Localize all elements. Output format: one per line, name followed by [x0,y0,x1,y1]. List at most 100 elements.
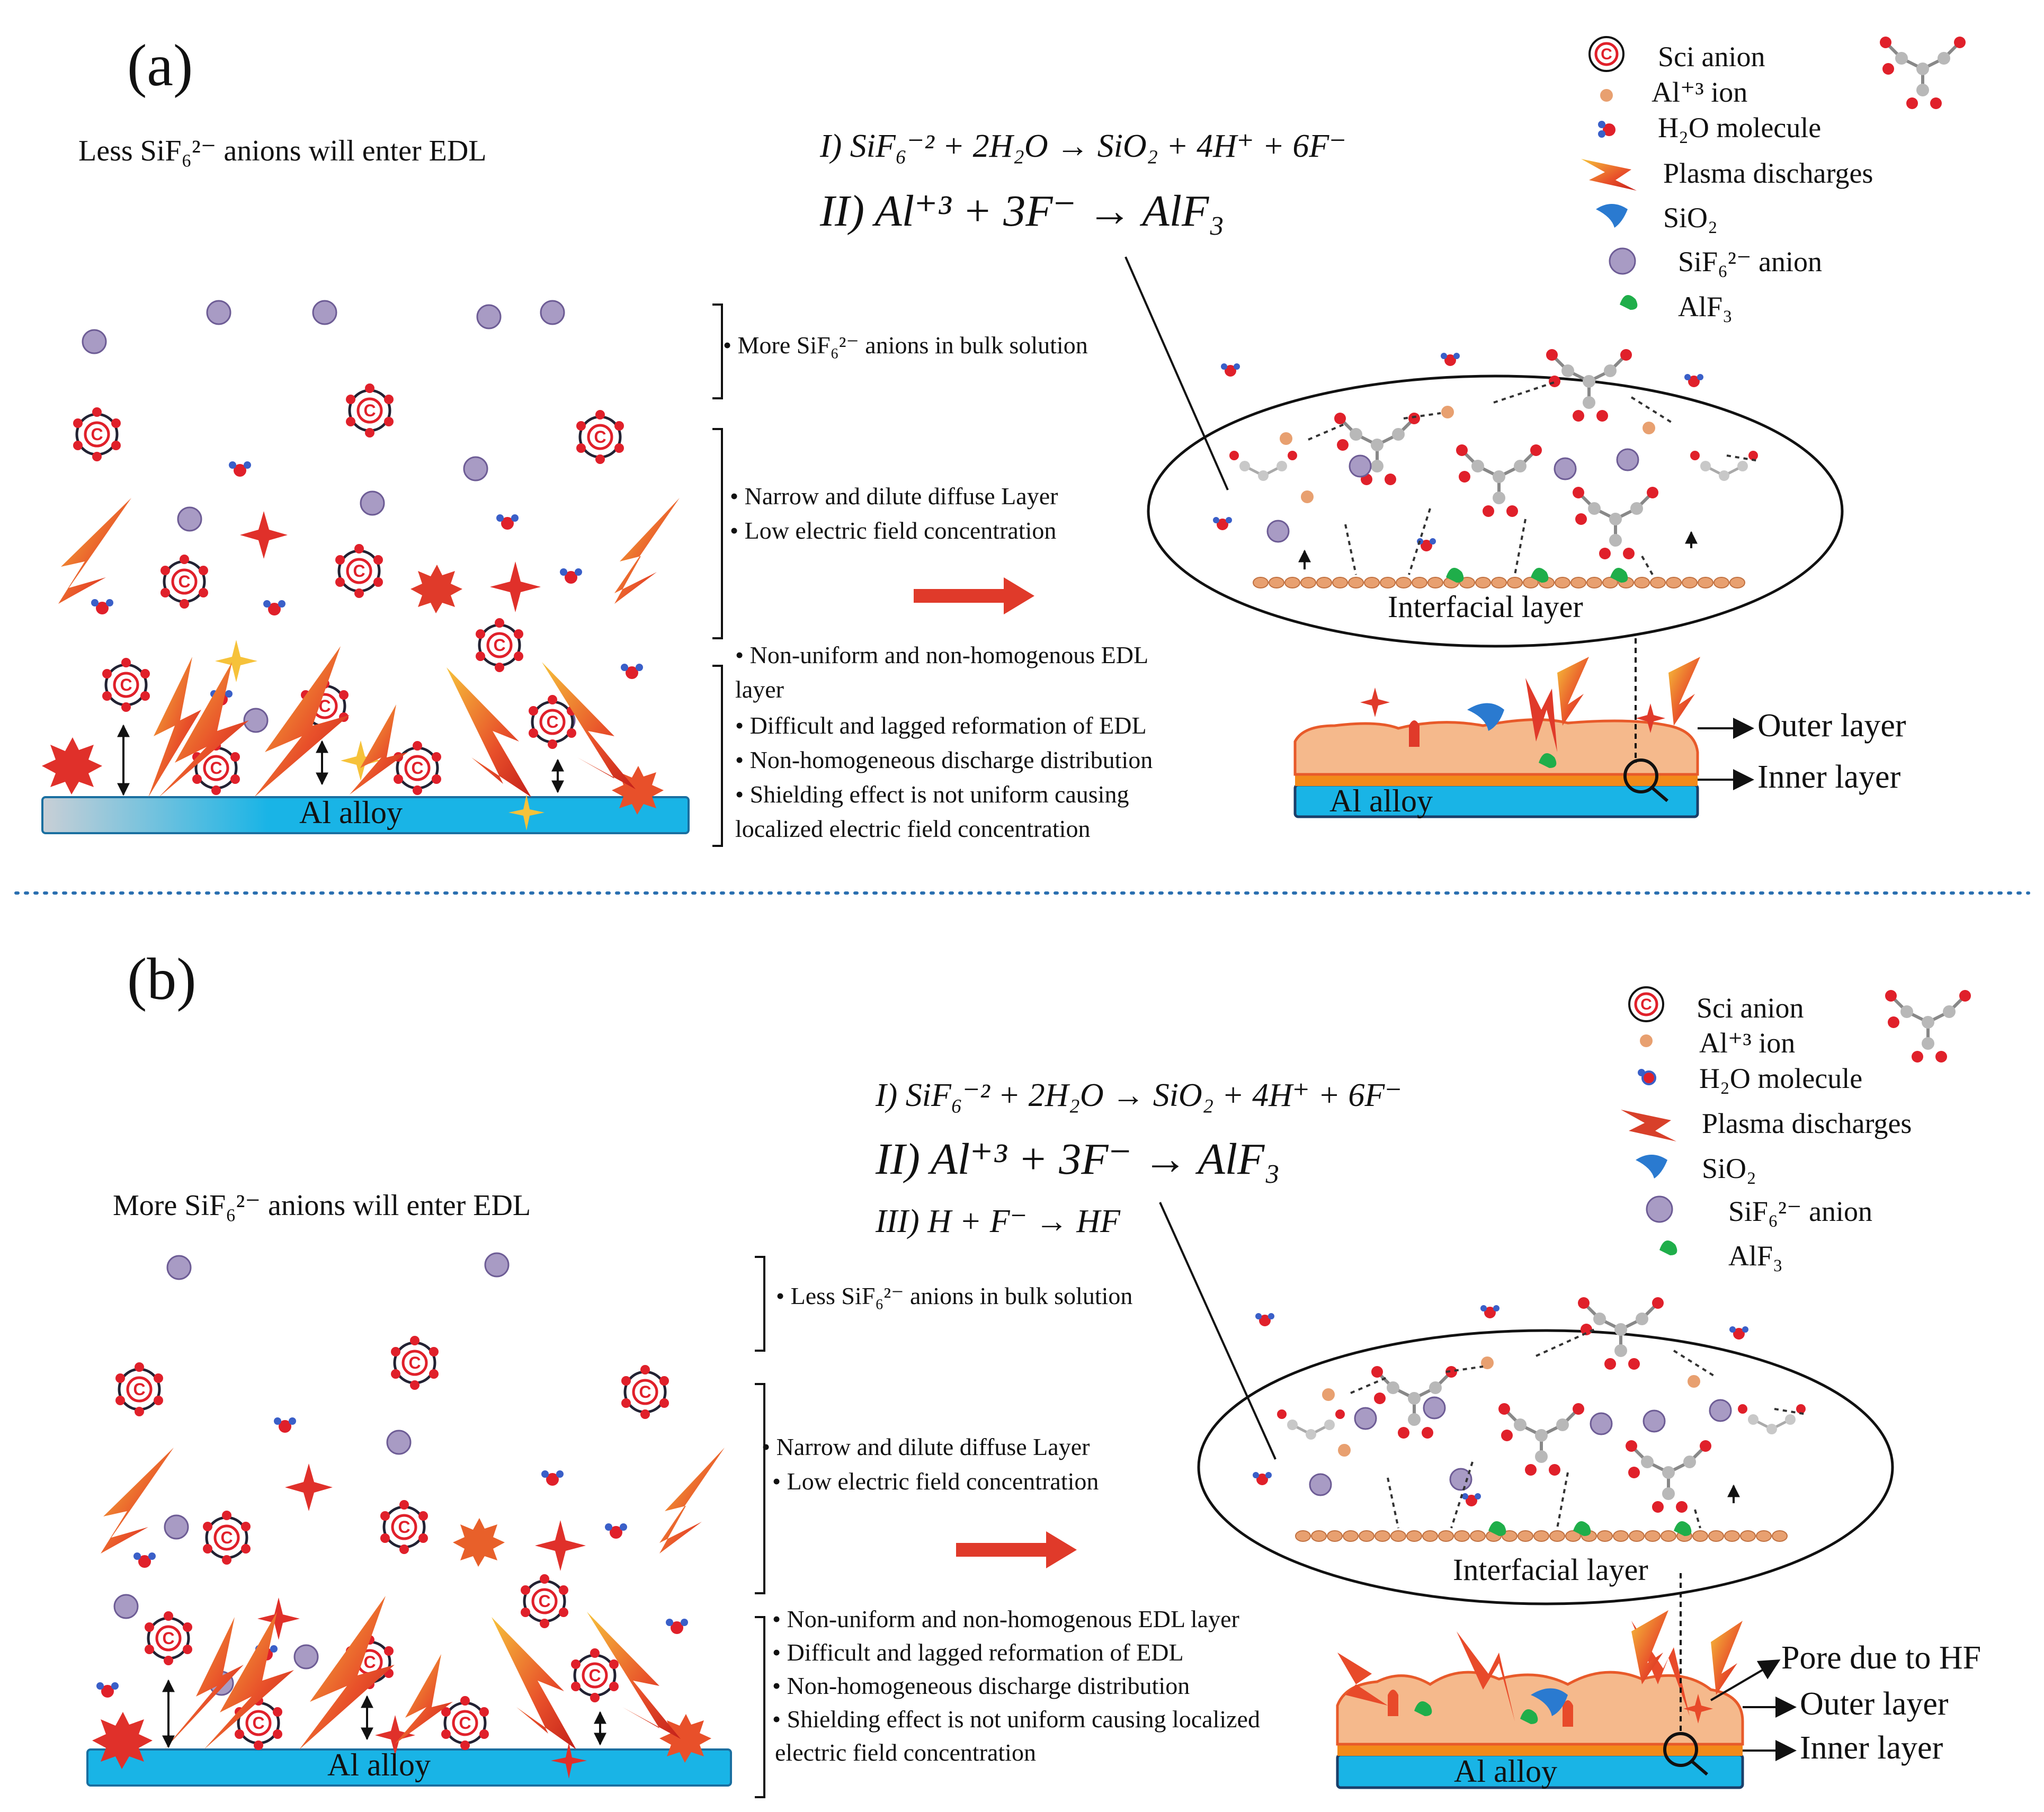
bulk-text-b: • Less SiF₆²⁻ anions in bulk solution [776,1282,1133,1309]
svg-text:C: C [353,561,365,581]
coating-alf3-b2 [1520,1709,1538,1724]
interfacial-label-b: Interfacial layer [1453,1552,1648,1587]
edl-text-a-5: • Shielding effect is not uniform causin… [735,781,1129,808]
up-arrows [1298,531,1698,569]
edl-thickness-arrows-b [162,1679,606,1748]
diffuse-text-b-1: • Narrow and dilute diffuse Layer [762,1433,1090,1460]
process-arrow [914,577,1034,614]
svg-text:C: C [411,758,423,778]
edl-text-a-4: • Non-homogeneous discharge distribution [735,746,1153,773]
equation-b-1: I) SiF₆⁻² + 2H₂O → SiO₂ + 4H⁺ + 6F⁻ [876,1077,1403,1113]
svg-text:C: C [1640,996,1652,1013]
svg-text:C: C [538,1592,550,1611]
svg-text:C: C [318,697,331,716]
headline-b: More SiF₆²⁻ anions will enter EDL [113,1189,531,1222]
inner-layer [1295,774,1698,786]
svg-text:C: C [639,1382,651,1402]
svg-text:C: C [1601,46,1612,63]
diffuse-text-a-2: • Low electric field concentration [730,517,1057,544]
ellipse-al-ion-group-b [1322,1356,1700,1457]
edl-text-b-4: • Shielding effect is not uniform causin… [772,1706,1260,1733]
outer-layer-label-b: Outer layer [1800,1686,1949,1722]
pore-pointer [1710,1659,1781,1701]
coating-substrate-label-a: Al alloy [1329,783,1433,818]
diffuse-text-b-2: • Low electric field concentration [772,1468,1099,1495]
svg-text:C: C [363,1653,376,1672]
spark-group-b [92,1463,711,1779]
ellipse-sif6-group [1266,448,1639,543]
edl-text-b-3: • Non-homogeneous discharge distribution [772,1672,1190,1699]
inner-layer-b [1337,1744,1743,1756]
svg-text:C: C [133,1380,145,1399]
pore-label-b: Pore due to HF [1781,1640,1981,1676]
panel-label-b: (b) [127,947,197,1012]
magnifier-icon-b [1663,1732,1708,1776]
bracket-group-b [755,1256,765,1798]
coating-discharges [1360,657,1700,752]
plasma-discharge-group [58,498,680,797]
equation-pointer-b [1159,1202,1277,1460]
svg-text:C: C [588,1666,601,1685]
interaction-lines [1308,380,1759,575]
plasma-discharge-group-b [101,1448,725,1749]
legend-b-sci-anion: Sci anion [1697,992,1804,1024]
legend-a-al-ion: Al⁺³ ion [1652,76,1748,108]
edl-text-b-5: electric field concentration [775,1739,1036,1766]
spark-group [42,511,664,831]
substrate-label-a: Al alloy [299,795,403,830]
panel-b: C C C C C C C C C C C [86,986,1971,1798]
inner-layer-label-b: Inner layer [1800,1730,1943,1766]
equation-a-2: II) Al⁺³ + 3F⁻ → AlF₃ [820,186,1225,236]
outer-layer-b [1336,1671,1744,1746]
process-arrow-b [956,1531,1077,1568]
legend-a-plasma: Plasma discharges [1663,157,1873,189]
legend-b-plasma: Plasma discharges [1702,1108,1912,1139]
interfacial-al-row-b [1295,1530,1788,1542]
bracket-group [712,304,723,847]
ellipse-h2o-group-b [1253,1305,1748,1506]
diffuse-text-a-1: • Narrow and dilute diffuse Layer [730,483,1058,510]
bulk-text-a: • More SiF₆²⁻ anions in bulk solution [723,332,1088,359]
magnifier-icon [1623,758,1668,802]
svg-text:C: C [178,572,190,591]
legend-a-sif6: SiF₆²⁻ anion [1678,246,1823,278]
svg-text:C: C [220,1528,233,1547]
coating-alf3-b [1414,1701,1432,1716]
legend-a-h2o: H₂O molecule [1658,112,1822,144]
legend-b-alf3: AlF₃ [1728,1240,1783,1272]
svg-text:C: C [493,636,505,655]
interfacial-label-a: Interfacial layer [1388,590,1583,624]
sci-anion-group-b: C C C C C C C C C C C [115,1336,669,1750]
svg-text:C: C [546,712,558,731]
coating-sio2-b [1531,1688,1568,1716]
legend-a-sio2: SiO₂ [1663,202,1718,234]
svg-text:C: C [162,1629,174,1648]
inner-layer-label-a: Inner layer [1757,759,1901,795]
panel-label-a: (a) [127,33,193,99]
edl-text-a-6: localized electric field concentration [735,815,1091,842]
svg-text:C: C [398,1518,410,1537]
interfacial-al-row [1253,577,1745,588]
edl-text-b-2: • Difficult and lagged reformation of ED… [772,1639,1184,1666]
equation-a-1: I) SiF₆⁻² + 2H₂O → SiO₂ + 4H⁺ + 6F⁻ [820,128,1347,164]
legend-b-sio2: SiO₂ [1702,1153,1756,1184]
ellipse-al-ion-group [1280,406,1655,503]
interaction-lines-b [1350,1328,1807,1529]
equation-b-2: II) Al⁺³ + 3F⁻ → AlF₃ [876,1135,1280,1184]
svg-text:C: C [594,427,606,447]
edl-thickness-arrows [117,724,564,796]
svg-text:C: C [120,675,132,694]
legend-a-sci-anion: Sci anion [1658,41,1765,73]
equation-pointer [1124,256,1229,490]
alf3-group [1446,568,1628,583]
panel-a: C C C C C C C C C C C [41,36,1966,847]
ellipse-h2o-group [1213,353,1703,551]
outer-layer-label-a: Outer layer [1757,708,1906,744]
edl-text-a-2: layer [735,676,784,703]
alf3-group-b [1488,1521,1692,1536]
edl-text-a-3: • Difficult and lagged reformation of ED… [735,712,1147,739]
legend-b-sif6: SiF₆²⁻ anion [1728,1195,1873,1227]
ellipse-sif6-group-b [1309,1396,1732,1496]
sci-molecule-group-b [1277,1297,1806,1513]
headline-a: Less SiF₆²⁻ anions will enter EDL [78,135,487,167]
